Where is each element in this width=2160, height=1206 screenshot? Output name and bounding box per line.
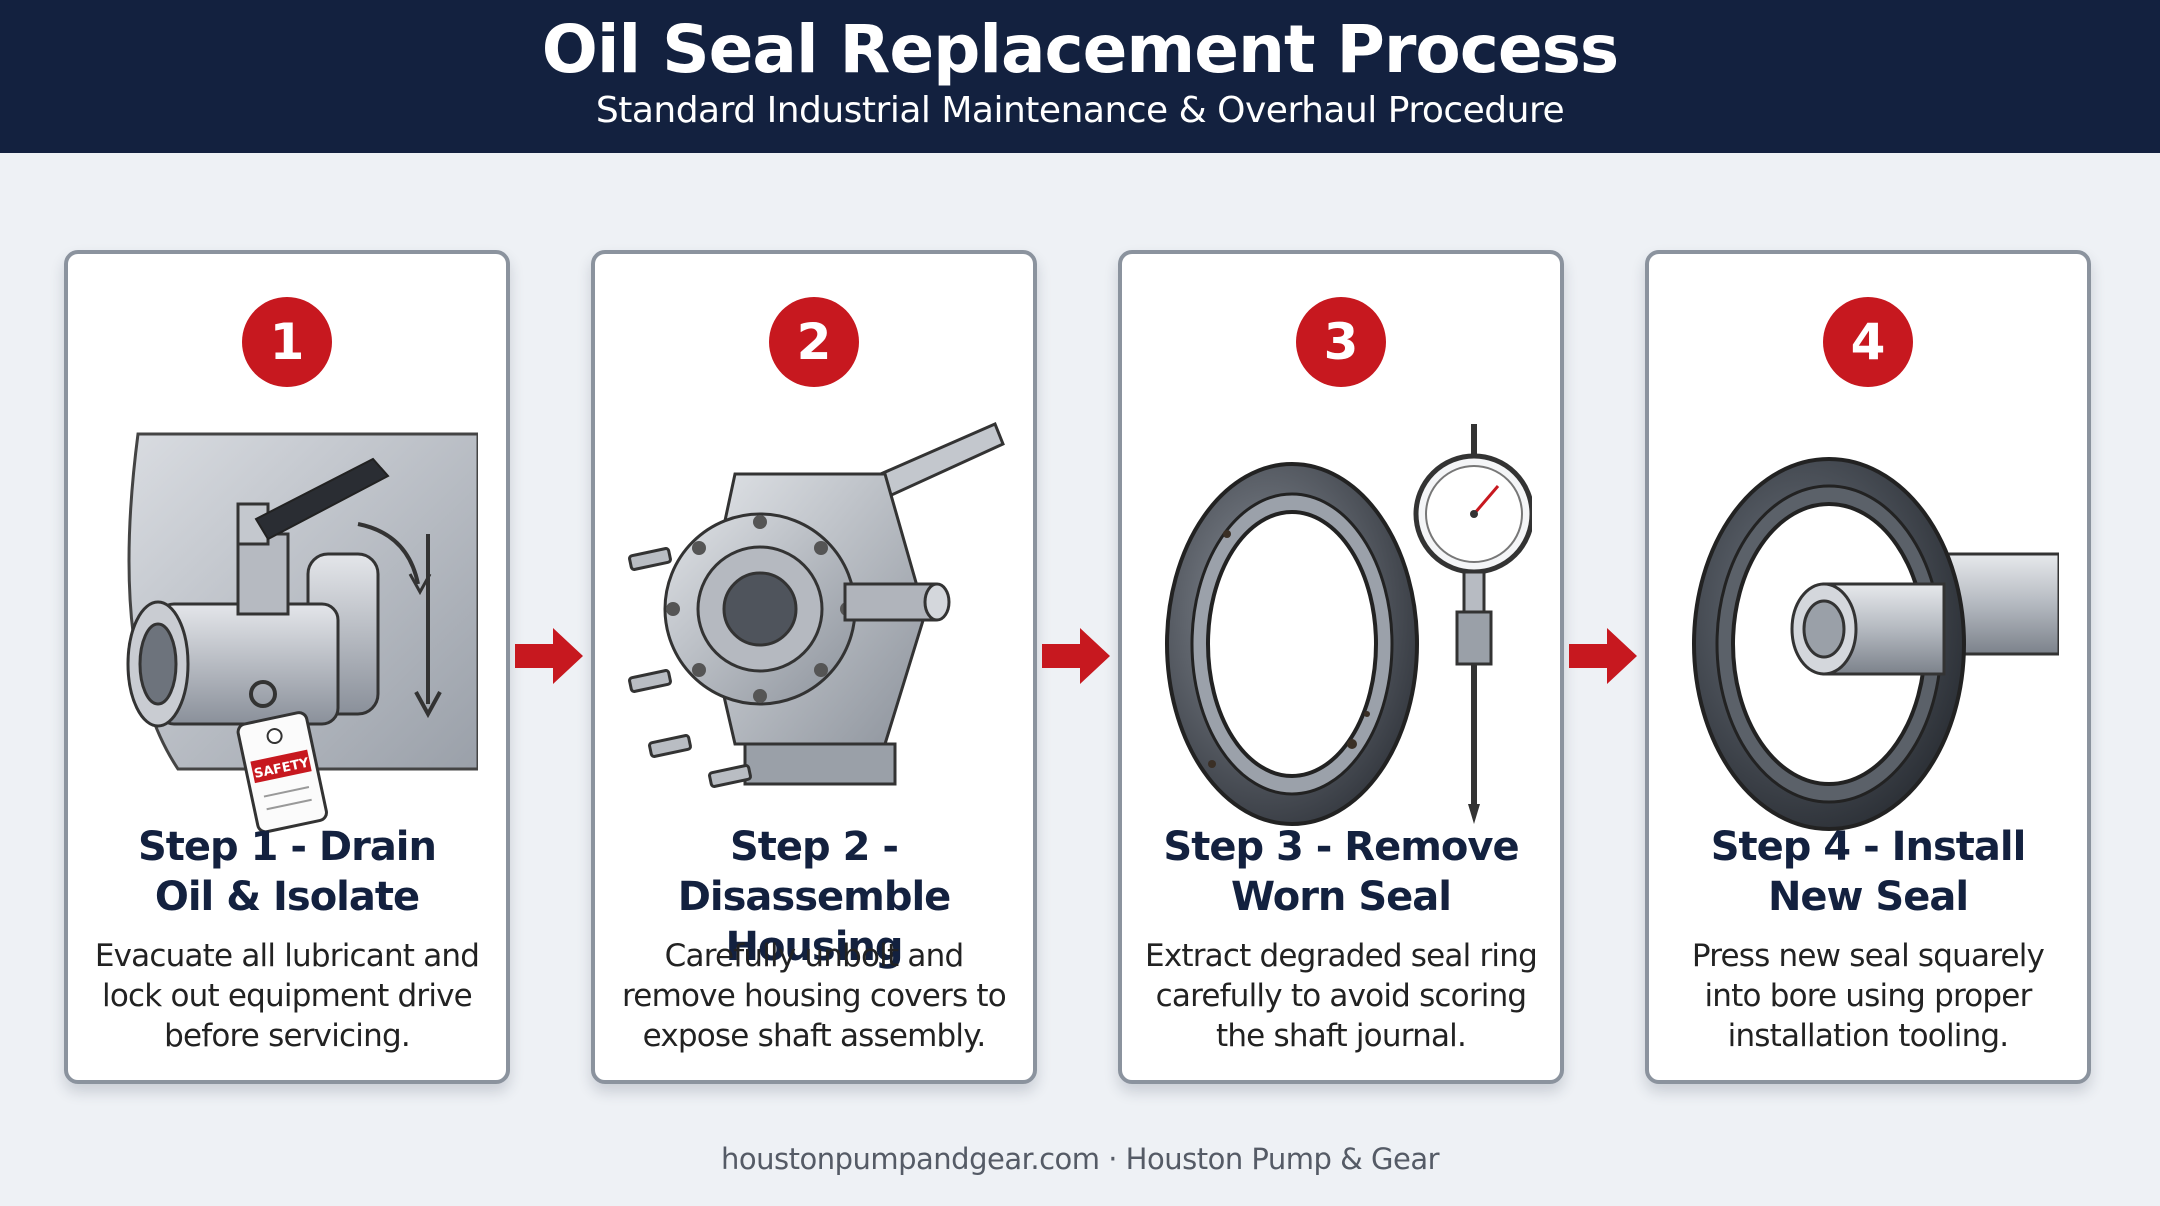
worn-seal-dial-gauge-icon	[1165, 424, 1532, 826]
step-description: Carefully unbolt and remove housing cove…	[622, 938, 1007, 1054]
step-number-badge: 1	[242, 297, 332, 387]
step-description: Press new seal squarely into bore using …	[1691, 938, 2045, 1054]
step-card-3: 3 Step 3 - Remove Worn Seal Extract degr…	[1118, 250, 1564, 1084]
step-description: Extract degraded seal ring carefully to …	[1145, 938, 1538, 1054]
step-card-4: 4 Step 4 - Install New Seal Press new se…	[1645, 250, 2091, 1084]
step-title: Step 4 - Install New Seal	[1710, 824, 2027, 920]
step-description: Evacuate all lubricant and lock out equi…	[94, 938, 480, 1054]
step-title: Step 3 - Remove Worn Seal	[1163, 824, 1519, 920]
pump-housing-wrench-icon	[628, 422, 1005, 788]
drain-valve-lockout-icon: SAFETY	[126, 432, 478, 834]
arrow-right-icon	[1042, 628, 1110, 684]
page-title: Oil Seal Replacement Process	[541, 11, 1619, 88]
arrow-right-icon	[1569, 628, 1637, 684]
step-title: Step 1 - Drain Oil & Isolate	[137, 824, 437, 920]
new-seal-on-shaft-icon	[1692, 457, 2059, 831]
arrow-right-icon	[515, 628, 583, 684]
step-title: Step 2 - Disassemble Housing	[677, 824, 952, 970]
page-subtitle: Standard Industrial Maintenance & Overha…	[595, 90, 1565, 131]
page-footer: houstonpumpandgear.com · Houston Pump & …	[720, 1142, 1440, 1176]
step-card-1: 1 SAFETY Step 1	[64, 250, 510, 1084]
step-number-badge: 4	[1823, 297, 1913, 387]
step-card-2: 2 Step 2 - Disassemble H	[591, 250, 1037, 1084]
page-header: Oil Seal Replacement Process Standard In…	[0, 0, 2160, 153]
step-number-badge: 2	[769, 297, 859, 387]
step-number-badge: 3	[1296, 297, 1386, 387]
